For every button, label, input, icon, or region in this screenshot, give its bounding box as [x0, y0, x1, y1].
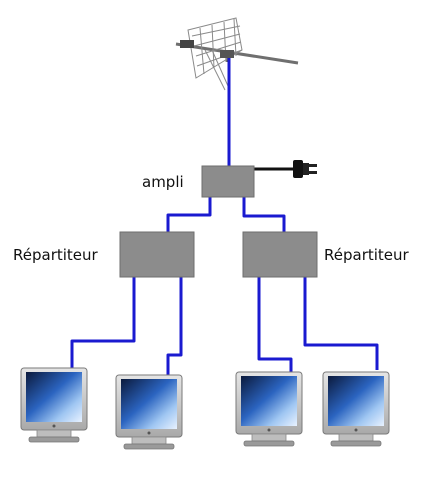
- tv-monitor-icon: [115, 374, 183, 450]
- amplifier-label: ampli: [142, 173, 184, 191]
- splitter-box-left: [119, 231, 195, 278]
- cable-splitter-left-to-monitor-1: [70, 277, 136, 370]
- power-plug-icon: [254, 160, 317, 178]
- cable-splitter-right-to-monitor-4: [303, 277, 379, 370]
- cable-ampli-to-splitter-right: [242, 197, 286, 232]
- tv-monitor-icon: [20, 367, 88, 443]
- cable-splitter-left-to-monitor-2: [166, 277, 183, 375]
- cable-network: [70, 58, 379, 375]
- cable-splitter-right-to-monitor-3: [257, 277, 293, 375]
- cable-ampli-to-splitter-left: [166, 197, 212, 232]
- tv-antenna-icon: [175, 17, 299, 91]
- amplifier-box: [201, 165, 255, 198]
- splitter-left-label: Répartiteur: [13, 246, 98, 264]
- splitter-box-right: [242, 231, 318, 278]
- tv-monitor-icon: [235, 371, 303, 447]
- tv-monitor-icon: [322, 371, 390, 447]
- splitter-right-label: Répartiteur: [324, 246, 409, 264]
